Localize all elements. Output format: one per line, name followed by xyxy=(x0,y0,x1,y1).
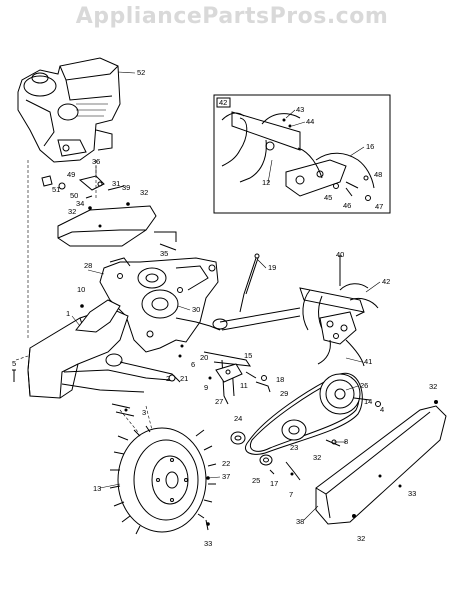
part-label: 14 xyxy=(364,397,372,406)
part-label: 6 xyxy=(191,360,195,369)
shift-rod xyxy=(239,253,260,313)
part-label: 39 xyxy=(122,183,130,192)
part-label: 20 xyxy=(200,353,208,362)
part-label: 25 xyxy=(252,476,260,485)
part-label: 36 xyxy=(92,157,100,166)
part-label: 49 xyxy=(67,170,75,179)
part-label: 30 xyxy=(192,305,200,314)
part-label: 12 xyxy=(262,178,270,187)
part-label: 35 xyxy=(160,249,168,258)
part-label: 10 xyxy=(77,285,85,294)
part-label: 11 xyxy=(240,381,248,390)
tine-assembly xyxy=(299,255,379,367)
part-label: 7 xyxy=(289,490,293,499)
part-label: 32 xyxy=(68,207,76,216)
part-label: 51 xyxy=(52,185,60,194)
part-label: 32 xyxy=(140,188,148,197)
tine-shaft xyxy=(219,307,301,323)
part-label: 46 xyxy=(343,201,351,210)
part-label: 19 xyxy=(268,263,276,272)
wheel-hardware xyxy=(111,403,210,531)
tine-shaft-lower xyxy=(221,315,301,331)
part-label: 4 xyxy=(380,405,384,414)
part-label: 32 xyxy=(429,382,437,391)
part-label: 32 xyxy=(313,453,321,462)
part-label: 27 xyxy=(215,397,223,406)
transmission-housing xyxy=(99,257,228,353)
part-label: 38 xyxy=(296,517,304,526)
part-label: 32 xyxy=(357,534,365,543)
part-label: 3 xyxy=(142,408,146,417)
part-label: 31 xyxy=(112,179,120,188)
part-label: 5 xyxy=(12,359,16,368)
part-label: 15 xyxy=(244,351,252,360)
part-label: 37 xyxy=(222,472,230,481)
part-label: 2 xyxy=(166,374,170,383)
large-pulley xyxy=(319,373,381,415)
part-label: 40 xyxy=(336,250,344,259)
leader-lines xyxy=(71,71,381,521)
part-label: 17 xyxy=(270,479,278,488)
part-label: 13 xyxy=(93,484,101,493)
idler-pulley xyxy=(281,419,307,441)
part-label: 28 xyxy=(84,261,92,270)
belt-cover xyxy=(57,205,177,251)
part-label: 21 xyxy=(180,374,188,383)
part-label: 45 xyxy=(324,193,332,202)
idler-arm xyxy=(269,461,301,481)
small-pulleys xyxy=(230,431,341,466)
part-label: 34 xyxy=(76,199,84,208)
part-label: 1 xyxy=(66,309,70,318)
part-label: 33 xyxy=(204,539,212,548)
inset-label: 42 xyxy=(219,98,227,107)
tine-inset xyxy=(213,94,391,214)
part-label: 29 xyxy=(280,389,288,398)
site-watermark: AppliancePartsPros.com xyxy=(75,4,389,29)
part-labels: 52 43 44 16 36 49 31 51 50 34 32 32 12 4… xyxy=(12,68,437,548)
drive-belt xyxy=(245,372,363,455)
part-label: 50 xyxy=(70,191,78,200)
part-label: 47 xyxy=(375,202,383,211)
part-label: 23 xyxy=(290,443,298,452)
part-label: 41 xyxy=(364,357,372,366)
part-label: 9 xyxy=(204,383,208,392)
part-label: 52 xyxy=(137,68,145,77)
part-label: 26 xyxy=(360,381,368,390)
part-label: 16 xyxy=(366,142,374,151)
tiller-frame xyxy=(12,299,181,399)
depth-bar-assembly xyxy=(178,344,271,405)
belt-guard xyxy=(315,400,447,525)
part-label: 44 xyxy=(306,117,314,126)
part-label: 8 xyxy=(344,437,348,446)
part-label: 48 xyxy=(374,170,382,179)
part-label: 33 xyxy=(408,489,416,498)
part-label: 42 xyxy=(382,277,390,286)
wheel-tire xyxy=(109,425,217,535)
engine-assembly xyxy=(17,57,121,163)
part-label: 22 xyxy=(222,459,230,468)
part-label: 24 xyxy=(234,414,242,423)
part-label: 18 xyxy=(276,375,284,384)
part-label: 43 xyxy=(296,105,304,114)
